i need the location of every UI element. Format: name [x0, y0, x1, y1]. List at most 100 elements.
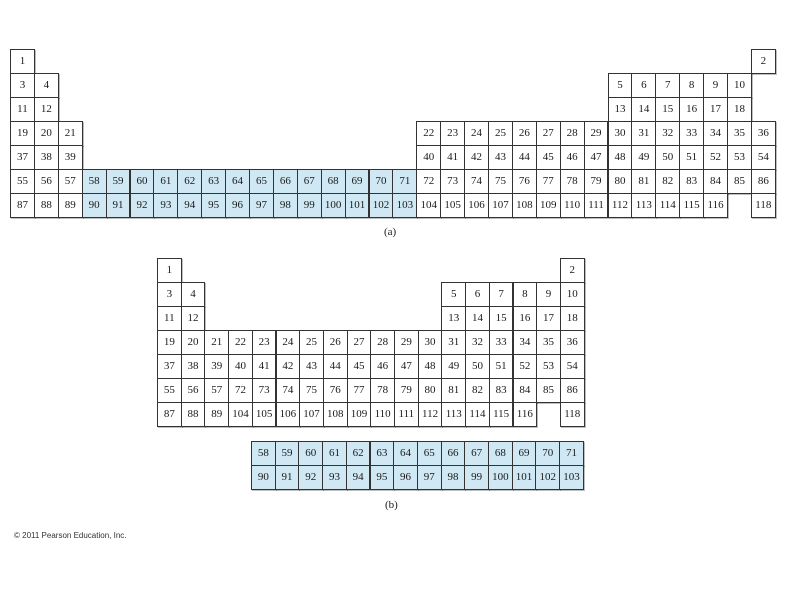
- element-cell-7: 7: [655, 73, 681, 98]
- element-cell-56: 56: [33, 169, 59, 194]
- element-cell-22: 22: [416, 121, 442, 146]
- element-cell-98: 98: [440, 465, 466, 490]
- element-cell-105: 105: [440, 193, 466, 218]
- element-cell-1: 1: [157, 258, 182, 283]
- element-cell-58: 58: [251, 441, 276, 466]
- element-cell-114: 114: [465, 402, 490, 427]
- caption-b: (b): [385, 499, 398, 511]
- element-cell-7: 7: [488, 282, 514, 307]
- element-cell-72: 72: [228, 378, 253, 403]
- element-cell-21: 21: [57, 121, 83, 146]
- element-cell-14: 14: [465, 306, 490, 331]
- element-cell-84: 84: [703, 169, 728, 194]
- element-cell-84: 84: [512, 378, 538, 403]
- element-cell-21: 21: [204, 330, 230, 355]
- element-cell-50: 50: [655, 145, 681, 170]
- element-cell-30: 30: [417, 330, 443, 355]
- element-cell-73: 73: [251, 378, 277, 403]
- element-cell-38: 38: [180, 354, 206, 379]
- element-cell-55: 55: [10, 169, 35, 194]
- element-cell-80: 80: [607, 169, 633, 194]
- element-cell-109: 109: [535, 193, 561, 218]
- element-cell-47: 47: [394, 354, 419, 379]
- element-cell-20: 20: [180, 330, 206, 355]
- element-cell-8: 8: [512, 282, 538, 307]
- element-cell-118: 118: [750, 193, 776, 218]
- element-cell-24: 24: [464, 121, 489, 146]
- element-cell-48: 48: [607, 145, 633, 170]
- element-cell-106: 106: [464, 193, 489, 218]
- element-cell-44: 44: [511, 145, 537, 170]
- element-cell-116: 116: [512, 402, 538, 427]
- element-cell-18: 18: [727, 97, 752, 122]
- element-cell-28: 28: [370, 330, 395, 355]
- element-cell-106: 106: [275, 402, 301, 427]
- element-cell-64: 64: [225, 169, 250, 194]
- element-cell-112: 112: [607, 193, 633, 218]
- element-cell-77: 77: [535, 169, 561, 194]
- element-cell-60: 60: [129, 169, 155, 194]
- element-cell-37: 37: [157, 354, 182, 379]
- element-cell-54: 54: [750, 145, 776, 170]
- element-cell-68: 68: [488, 441, 513, 466]
- element-cell-30: 30: [607, 121, 633, 146]
- element-cell-93: 93: [153, 193, 179, 218]
- element-cell-115: 115: [488, 402, 514, 427]
- element-cell-109: 109: [346, 402, 372, 427]
- element-cell-82: 82: [655, 169, 681, 194]
- element-cell-79: 79: [394, 378, 419, 403]
- element-cell-89: 89: [204, 402, 230, 427]
- element-cell-46: 46: [370, 354, 395, 379]
- element-cell-41: 41: [251, 354, 277, 379]
- element-cell-38: 38: [33, 145, 59, 170]
- element-cell-28: 28: [559, 121, 585, 146]
- element-cell-98: 98: [272, 193, 298, 218]
- element-cell-93: 93: [322, 465, 347, 490]
- element-cell-27: 27: [346, 330, 372, 355]
- element-cell-33: 33: [488, 330, 514, 355]
- element-cell-90: 90: [251, 465, 276, 490]
- element-cell-66: 66: [440, 441, 466, 466]
- element-cell-17: 17: [703, 97, 728, 122]
- element-cell-49: 49: [441, 354, 467, 379]
- element-cell-42: 42: [275, 354, 301, 379]
- element-cell-100: 100: [320, 193, 346, 218]
- element-cell-74: 74: [275, 378, 301, 403]
- element-cell-31: 31: [441, 330, 467, 355]
- element-cell-105: 105: [251, 402, 277, 427]
- element-cell-71: 71: [559, 441, 584, 466]
- element-cell-87: 87: [10, 193, 35, 218]
- element-cell-25: 25: [488, 121, 513, 146]
- element-cell-48: 48: [417, 354, 443, 379]
- element-cell-97: 97: [249, 193, 274, 218]
- element-cell-83: 83: [679, 169, 705, 194]
- element-cell-76: 76: [511, 169, 537, 194]
- element-cell-11: 11: [157, 306, 182, 331]
- element-cell-63: 63: [369, 441, 395, 466]
- element-cell-41: 41: [440, 145, 466, 170]
- element-cell-85: 85: [727, 169, 752, 194]
- element-cell-89: 89: [57, 193, 83, 218]
- element-cell-26: 26: [511, 121, 537, 146]
- element-cell-81: 81: [441, 378, 467, 403]
- element-cell-88: 88: [180, 402, 206, 427]
- element-cell-79: 79: [583, 169, 609, 194]
- element-cell-51: 51: [488, 354, 514, 379]
- element-cell-115: 115: [679, 193, 705, 218]
- element-cell-15: 15: [655, 97, 681, 122]
- element-cell-100: 100: [488, 465, 513, 490]
- element-cell-95: 95: [369, 465, 395, 490]
- element-cell-95: 95: [201, 193, 227, 218]
- element-cell-69: 69: [511, 441, 537, 466]
- element-cell-37: 37: [10, 145, 35, 170]
- element-cell-104: 104: [416, 193, 442, 218]
- element-cell-65: 65: [416, 441, 442, 466]
- element-cell-80: 80: [417, 378, 443, 403]
- element-cell-92: 92: [298, 465, 324, 490]
- element-cell-55: 55: [157, 378, 182, 403]
- element-cell-103: 103: [559, 465, 584, 490]
- element-cell-107: 107: [299, 402, 324, 427]
- element-cell-45: 45: [346, 354, 372, 379]
- element-cell-113: 113: [441, 402, 467, 427]
